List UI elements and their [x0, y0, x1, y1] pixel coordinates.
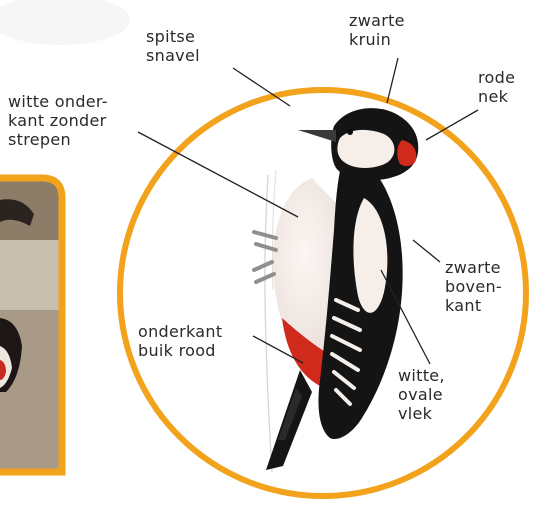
label-patch: witte, ovale vlek: [398, 366, 445, 423]
label-back-line-2: boven-: [445, 277, 502, 296]
label-underside-line-1: witte onder-: [8, 92, 108, 111]
label-neck-line-2: nek: [478, 87, 515, 106]
label-back: zwarte boven- kant: [445, 258, 502, 315]
label-patch-line-1: witte,: [398, 366, 445, 385]
label-beak: spitse snavel: [146, 27, 200, 65]
label-patch-line-3: vlek: [398, 404, 445, 423]
leader-crown: [387, 58, 398, 103]
label-back-line-1: zwarte: [445, 258, 502, 277]
background-smudge: [0, 0, 130, 45]
label-underside-line-2: kant zonder: [8, 111, 108, 130]
label-neck: rode nek: [478, 68, 515, 106]
label-crown-line-2: kruin: [349, 30, 405, 49]
label-beak-line-2: snavel: [146, 46, 200, 65]
label-back-line-3: kant: [445, 296, 502, 315]
label-beak-line-1: spitse: [146, 27, 200, 46]
photo-inset: [0, 178, 62, 472]
eye: [347, 129, 353, 135]
label-patch-line-2: ovale: [398, 385, 445, 404]
label-crown-line-1: zwarte: [349, 11, 405, 30]
label-crown: zwarte kruin: [349, 11, 405, 49]
label-belly-line-1: onderkant: [138, 322, 222, 341]
label-underside: witte onder- kant zonder strepen: [8, 92, 108, 149]
label-neck-line-1: rode: [478, 68, 515, 87]
label-belly: onderkant buik rood: [138, 322, 222, 360]
label-belly-line-2: buik rood: [138, 341, 222, 360]
white-cheek: [337, 130, 394, 168]
label-underside-line-3: strepen: [8, 130, 108, 149]
